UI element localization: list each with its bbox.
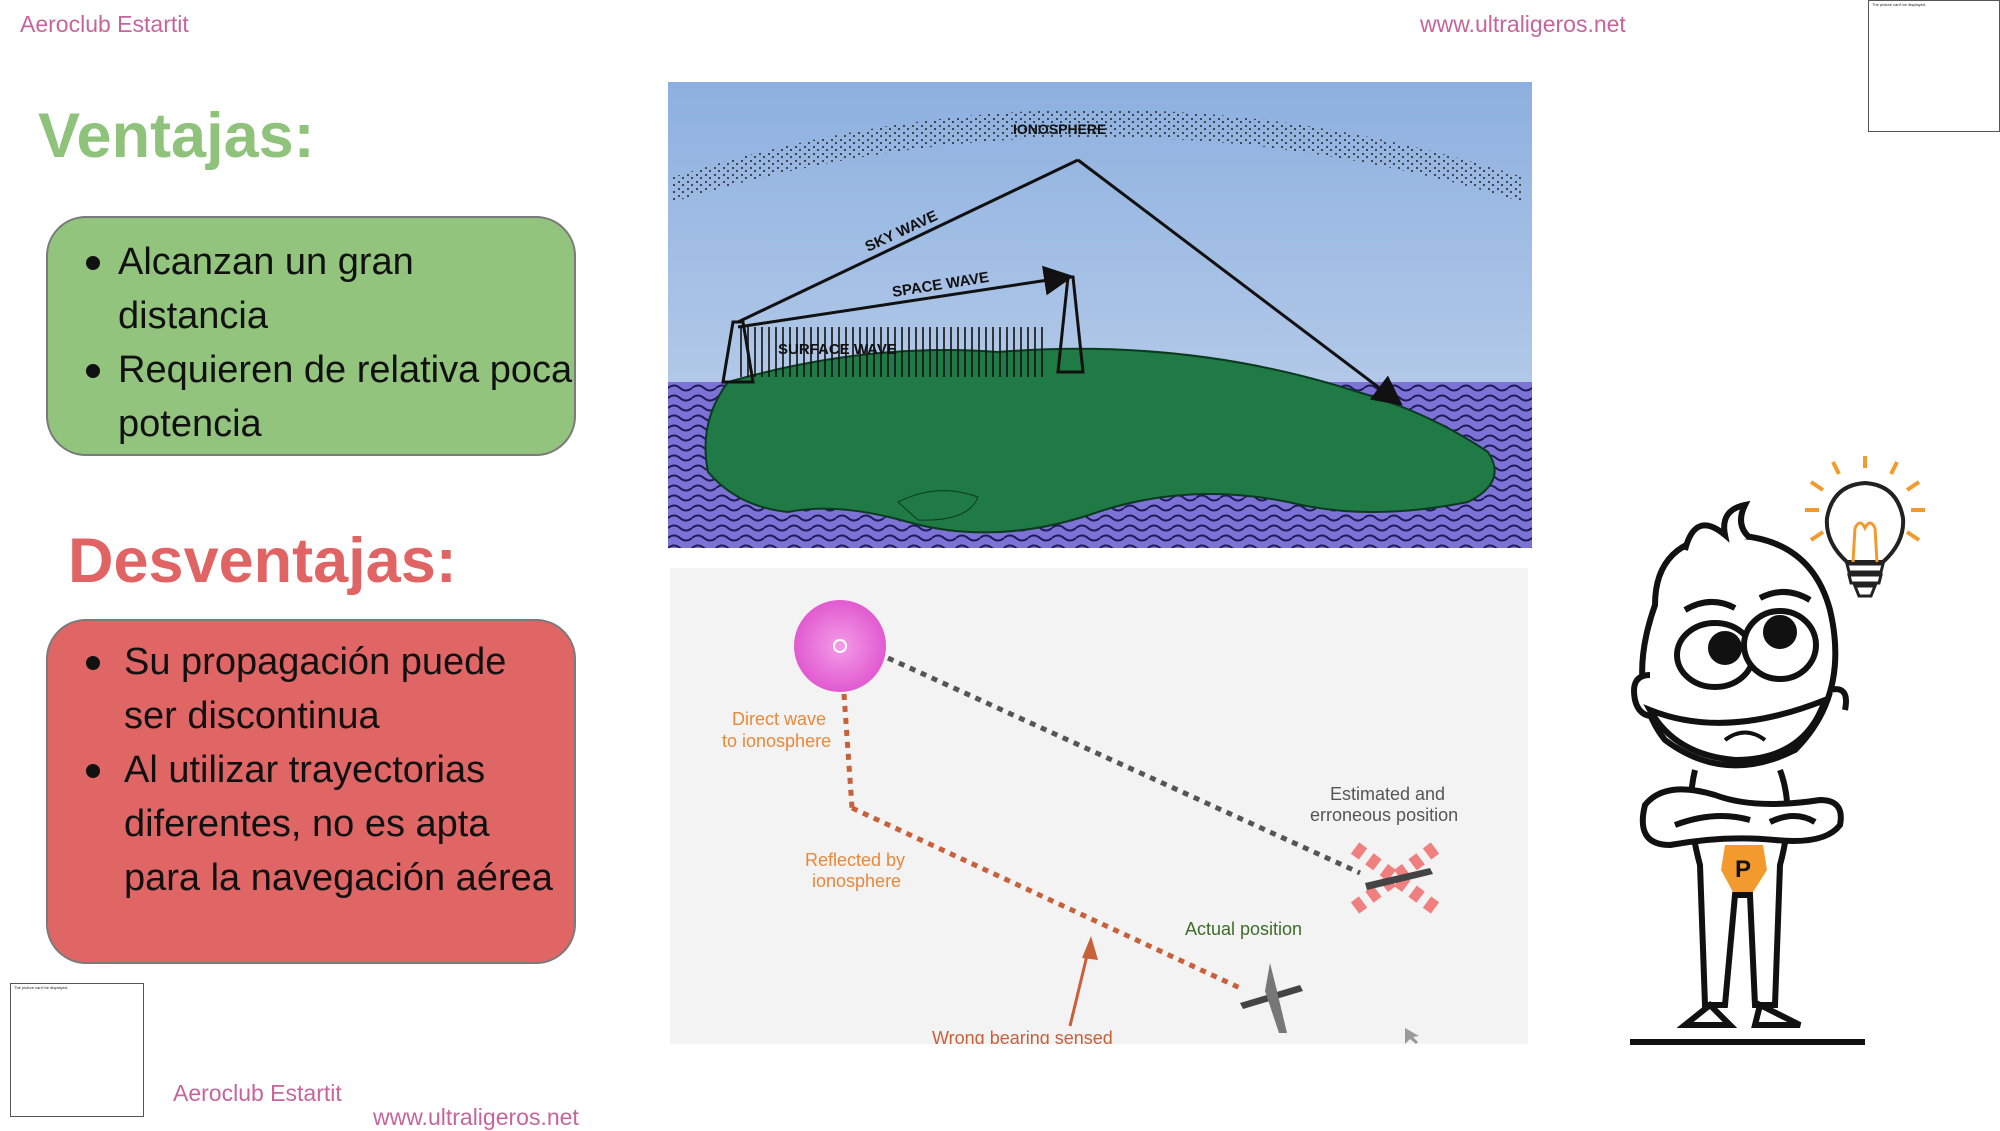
transmitter-tower xyxy=(721,320,755,384)
cursor-icon xyxy=(1405,1028,1419,1044)
direct-wave-path xyxy=(841,693,855,809)
character-badge xyxy=(1721,845,1767,892)
to-ionosphere-label: to ionosphere xyxy=(722,731,831,751)
wave-propagation-diagram: IONOSPHERE SKY WAVE SPACE WAVE SURFACE W… xyxy=(668,82,1532,548)
ionosphere-layer xyxy=(673,109,1523,202)
reflected-wave-path xyxy=(850,805,1242,991)
header-club-name: Aeroclub Estartit xyxy=(20,11,189,37)
wave-propagation-svg: IONOSPHERE SKY WAVE SPACE WAVE SURFACE W… xyxy=(668,82,1532,548)
direct-wave-label: Direct wave xyxy=(732,709,826,729)
navigation-error-svg: Direct wave to ionosphere Reflected by i… xyxy=(722,600,1458,1044)
ventajas-title: Ventajas: xyxy=(38,101,315,171)
character-head xyxy=(1631,500,1849,769)
island xyxy=(897,490,979,521)
broken-image-caption: The picture can't be displayed. xyxy=(1872,2,1927,7)
broken-image-placeholder-bottom: The picture can't be displayed. xyxy=(10,983,144,1117)
ionosphere-reflection-point xyxy=(794,600,886,692)
character-body xyxy=(1639,768,1844,1028)
navigation-error-diagram: Direct wave to ionosphere Reflected by i… xyxy=(670,568,1528,1044)
footer-club-name: Aeroclub Estartit xyxy=(173,1080,342,1106)
desventajas-list: Su propagación puede ser discontinua Al … xyxy=(48,635,554,905)
footer-website-url: www.ultraligeros.net xyxy=(373,1104,579,1130)
ventajas-list: Alcanzan un gran distancia Requieren de … xyxy=(48,235,574,451)
erroneous-label: erroneous position xyxy=(1310,805,1458,825)
desventajas-item: Su propagación puede ser discontinua xyxy=(48,635,554,743)
ionosphere-label: IONOSPHERE xyxy=(1013,121,1106,137)
lightbulb-icon xyxy=(1805,456,1925,598)
sky-wave-up xyxy=(737,158,1079,324)
estimated-label: Estimated and xyxy=(1330,784,1445,804)
character-svg: P xyxy=(1630,456,1925,1045)
ionosphere-center xyxy=(833,639,847,653)
reflected-by-label: Reflected by xyxy=(805,850,905,870)
broken-image-placeholder-top: The picture can't be displayed. xyxy=(1868,0,2000,132)
wrong-bearing-arrowhead xyxy=(1082,936,1098,960)
estimated-aircraft-icon xyxy=(1350,842,1440,914)
land-mass xyxy=(704,347,1496,534)
actual-position-label: Actual position xyxy=(1185,919,1302,939)
estimated-path xyxy=(886,655,1362,876)
desventajas-box: Su propagación puede ser discontinua Al … xyxy=(46,619,576,964)
ventajas-box: Alcanzan un gran distancia Requieren de … xyxy=(46,216,576,456)
actual-aircraft-icon xyxy=(1240,963,1303,1033)
header-website-url: www.ultraligeros.net xyxy=(1420,11,1626,37)
sky-wave-down xyxy=(1077,158,1403,406)
wrong-bearing-label: Wrong bearing sensed xyxy=(932,1028,1113,1044)
ventajas-item: Requieren de relativa poca potencia xyxy=(48,343,574,451)
broken-image-caption: The picture can't be displayed. xyxy=(14,985,69,990)
surface-wave-hatch xyxy=(738,327,1048,377)
ventajas-item: Alcanzan un gran distancia xyxy=(48,235,574,343)
reflected-ionosphere-label: ionosphere xyxy=(812,871,901,891)
thinking-character-illustration: P xyxy=(1575,450,1935,1050)
character-badge-letter: P xyxy=(1735,856,1751,883)
space-wave xyxy=(737,265,1074,329)
desventajas-title: Desventajas: xyxy=(68,526,457,596)
desventajas-item: Al utilizar trayectorias diferentes, no … xyxy=(48,743,554,905)
surface-wave-label: SURFACE WAVE xyxy=(778,341,897,358)
